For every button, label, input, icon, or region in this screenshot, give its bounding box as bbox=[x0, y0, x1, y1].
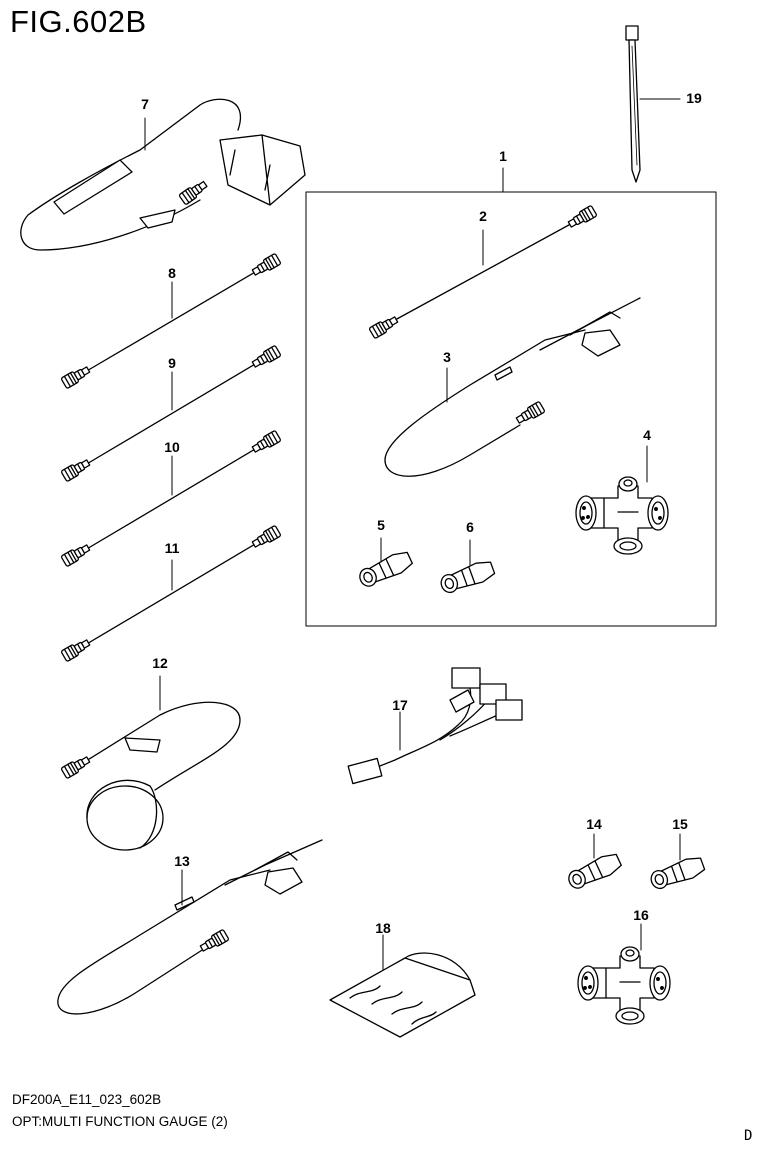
callout-1: 1 bbox=[499, 148, 507, 164]
callout-8: 8 bbox=[168, 265, 176, 281]
drop-cable-2 bbox=[368, 204, 598, 340]
callout-18: 18 bbox=[375, 920, 391, 936]
callout-3: 3 bbox=[443, 349, 451, 365]
callout-11: 11 bbox=[164, 540, 180, 556]
callout-4: 4 bbox=[643, 427, 651, 443]
callout-6: 6 bbox=[466, 519, 474, 535]
power-cable-3 bbox=[384, 297, 641, 477]
power-cable-13 bbox=[57, 839, 323, 1015]
callout-12: 12 bbox=[152, 655, 168, 671]
diagram-description: OPT:MULTI FUNCTION GAUGE (2) bbox=[12, 1114, 228, 1129]
terminator-15 bbox=[647, 833, 707, 893]
callout-17: 17 bbox=[392, 697, 408, 713]
backbone-cable-11 bbox=[60, 524, 282, 663]
callout-9: 9 bbox=[168, 355, 176, 371]
page-letter: D bbox=[744, 1128, 753, 1144]
callout-19: 19 bbox=[686, 90, 702, 106]
backbone-cable-10 bbox=[60, 429, 282, 568]
callout-5: 5 bbox=[377, 517, 385, 533]
cable-tie-19 bbox=[625, 25, 681, 183]
callout-2: 2 bbox=[479, 208, 487, 224]
callout-15: 15 bbox=[672, 816, 688, 832]
terminator-5 bbox=[355, 537, 415, 591]
callout-16: 16 bbox=[633, 907, 649, 923]
terminator-14 bbox=[564, 833, 624, 893]
callout-7: 7 bbox=[141, 96, 149, 112]
wire-harness-17 bbox=[347, 667, 523, 785]
gps-antenna-12 bbox=[60, 675, 241, 851]
tee-connector-4 bbox=[575, 445, 669, 555]
transducer-cable-7 bbox=[20, 98, 306, 251]
diagram-code: DF200A_E11_023_602B bbox=[12, 1092, 162, 1107]
kit-boundary-box bbox=[305, 191, 717, 627]
tee-connector-16 bbox=[577, 923, 671, 1025]
backbone-cable-9 bbox=[60, 344, 282, 483]
callout-13: 13 bbox=[174, 853, 190, 869]
terminator-6 bbox=[437, 539, 497, 597]
parts-bag-18 bbox=[329, 934, 476, 1038]
callout-14: 14 bbox=[586, 816, 602, 832]
callout-10: 10 bbox=[164, 439, 180, 455]
figure-title: FIG.602B bbox=[10, 4, 147, 39]
backbone-cable-8 bbox=[60, 252, 282, 390]
